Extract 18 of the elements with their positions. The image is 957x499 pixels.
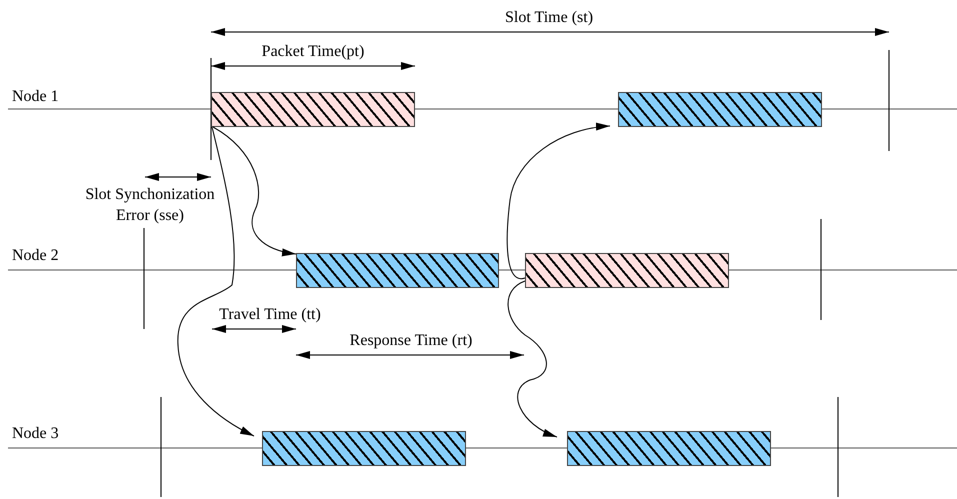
dimension-label: Slot Time (st) xyxy=(504,8,594,28)
row-label: Node 3 xyxy=(12,424,59,444)
packet-bar xyxy=(296,253,499,288)
row-label: Node 1 xyxy=(12,87,59,107)
dimension-label: Travel Time (tt) xyxy=(219,305,321,325)
packet-bar xyxy=(211,92,415,127)
packet-bar xyxy=(618,92,822,127)
row-label: Node 2 xyxy=(12,246,59,266)
dimension-label: Slot Synchonization Error (sse) xyxy=(84,185,216,226)
arrow xyxy=(212,126,296,256)
packet-bar xyxy=(567,431,771,466)
packet-bar xyxy=(525,253,729,288)
arrow xyxy=(508,280,558,438)
arrow xyxy=(178,126,254,436)
arrow xyxy=(506,123,610,280)
packet-bar xyxy=(262,431,466,466)
dimension-label: Response Time (rt) xyxy=(350,331,472,351)
dimension-label: Packet Time(pt) xyxy=(262,42,364,62)
